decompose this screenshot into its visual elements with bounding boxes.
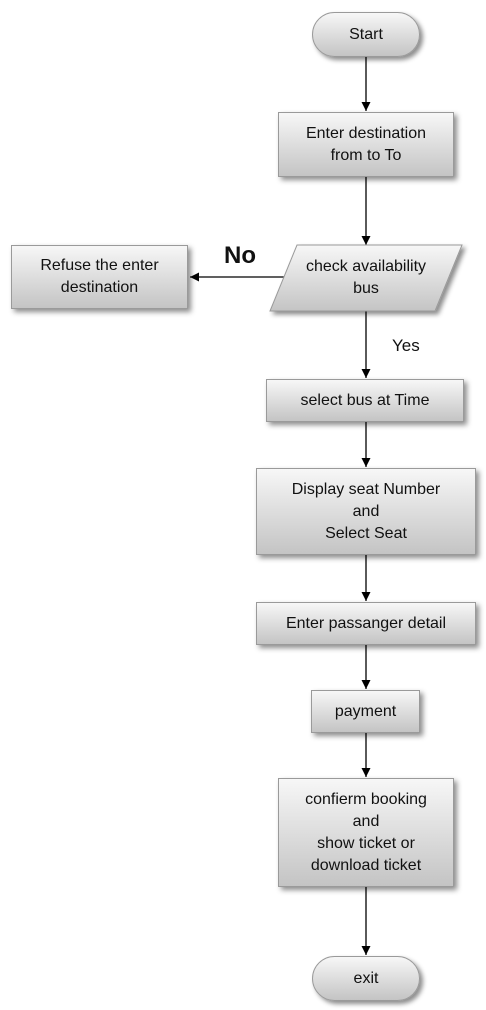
display-seat-line-3: Select Seat [325,524,407,542]
refuse-destination-node: Refuse the enter destination [11,245,188,309]
display-seat-line-1: Display seat Number [291,480,441,498]
exit-node: exit [312,956,420,1001]
check-availability-node: check availability bus [280,245,452,311]
confirm-booking-node: confierm booking and show ticket or down… [278,778,454,887]
refuse-destination-line-2: destination [60,279,139,296]
confirm-booking-line-1: confierm booking [305,790,427,808]
start-node: Start [312,12,420,57]
display-seat-node: Display seat Number and Select Seat [256,468,476,555]
enter-passenger-label: Enter passanger detail [285,614,447,632]
select-bus-label: select bus at Time [300,391,430,409]
start-label: Start [349,25,383,43]
display-seat-line-2: and [352,502,380,520]
yes-branch-label: Yes [392,336,420,355]
enter-destination-line-1: Enter destination [305,124,427,142]
enter-destination-node: Enter destination from to To [278,112,454,177]
enter-destination-line-2: from to To [330,146,402,164]
no-branch-label: No [224,242,256,269]
check-availability-shape [269,244,463,312]
check-availability-line-1: check availability [305,258,427,275]
exit-label: exit [353,969,379,987]
enter-passenger-node: Enter passanger detail [256,602,476,645]
confirm-booking-line-4: download ticket [310,856,422,874]
refuse-destination-line-1: Refuse the enter [40,257,159,274]
check-availability-line-2: bus [353,280,379,297]
payment-node: payment [311,690,420,733]
payment-label: payment [334,702,397,720]
confirm-booking-line-3: show ticket or [317,834,415,852]
confirm-booking-line-2: and [352,812,380,830]
select-bus-node: select bus at Time [266,379,464,422]
